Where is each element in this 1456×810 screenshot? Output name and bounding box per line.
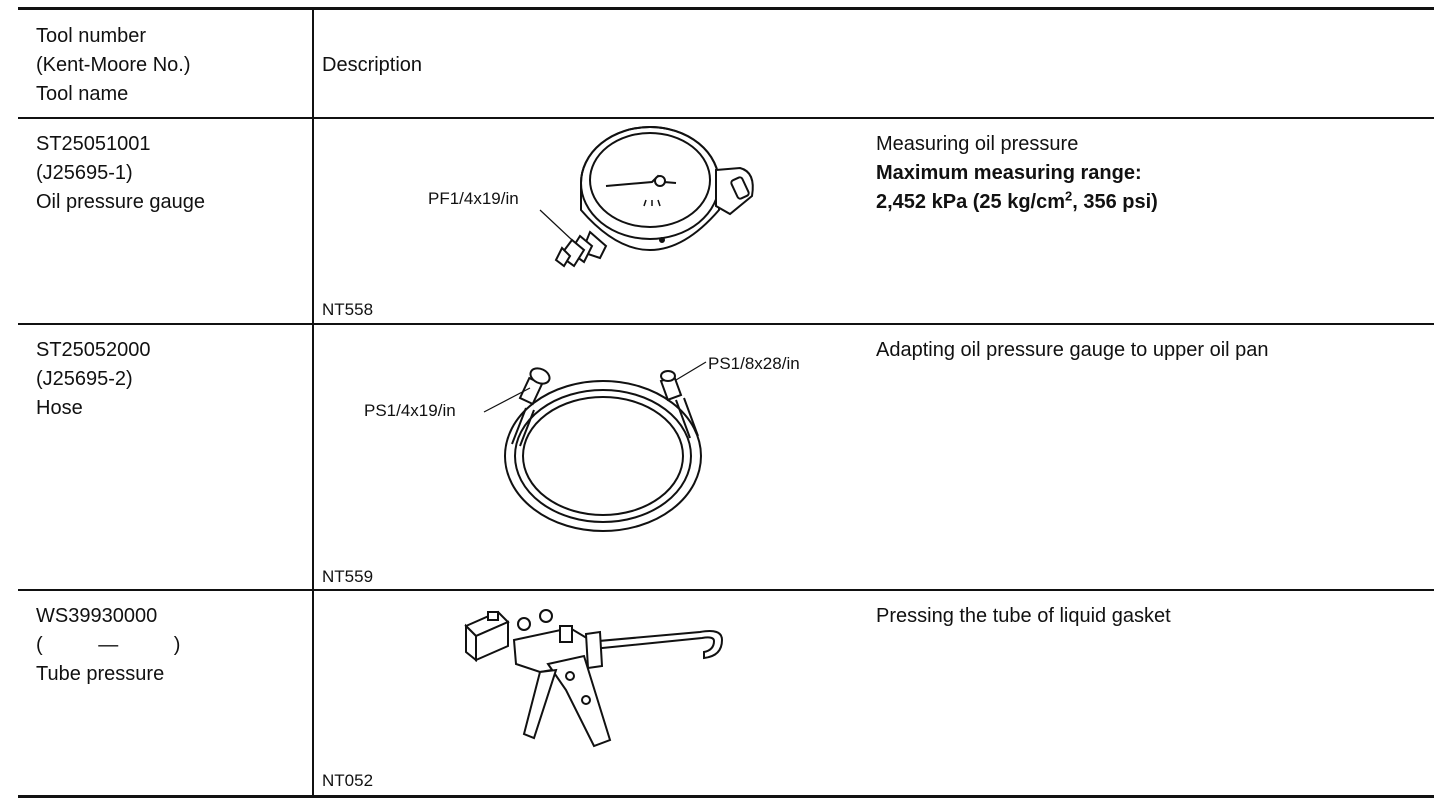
- row2-tool-name: Hose: [36, 397, 83, 419]
- header-kent-moore: (Kent-Moore No.): [36, 54, 191, 76]
- row2-left-fitting-label: PS1/4x19/in: [364, 401, 456, 420]
- row1-bottom-rule: [18, 323, 1434, 325]
- row1-kent-moore: (J25695-1): [36, 162, 133, 184]
- header-bottom-rule: [18, 117, 1434, 119]
- row2-kent-moore: (J25695-2): [36, 368, 133, 390]
- column-divider: [312, 10, 314, 796]
- row3-description: Pressing the tube of liquid gasket: [876, 605, 1171, 627]
- row3-figure-code: NT052: [322, 771, 374, 790]
- row2-bottom-rule: [18, 589, 1434, 591]
- row3-tool-number: WS39930000: [36, 605, 158, 627]
- row1-description-range-label: Maximum measuring range:: [876, 162, 1142, 184]
- table-top-rule: [18, 7, 1434, 10]
- row2-right-fitting-label: PS1/8x28/in: [708, 354, 800, 373]
- row3-kent-moore: ( — ): [36, 634, 181, 656]
- header-description: Description: [322, 54, 423, 76]
- row3-tool-name: Tube pressure: [36, 663, 165, 685]
- row2-description: Adapting oil pressure gauge to upper oil…: [876, 339, 1269, 361]
- row2-tool-number: ST25052000: [36, 339, 151, 361]
- header-tool-number: Tool number: [36, 25, 147, 47]
- row2-figure-code: NT559: [322, 567, 374, 586]
- row1-tool-name: Oil pressure gauge: [36, 191, 205, 213]
- header-tool-name: Tool name: [36, 83, 129, 105]
- row1-description: Measuring oil pressure: [876, 133, 1079, 155]
- row1-figure-code: NT558: [322, 300, 374, 319]
- row1-tool-number: ST25051001: [36, 133, 151, 155]
- row1-fitting-label: PF1/4x19/in: [428, 189, 519, 208]
- table-bottom-rule: [18, 795, 1434, 798]
- row1-description-range-value: 2,452 kPa (25 kg/cm2, 356 psi): [876, 188, 1158, 213]
